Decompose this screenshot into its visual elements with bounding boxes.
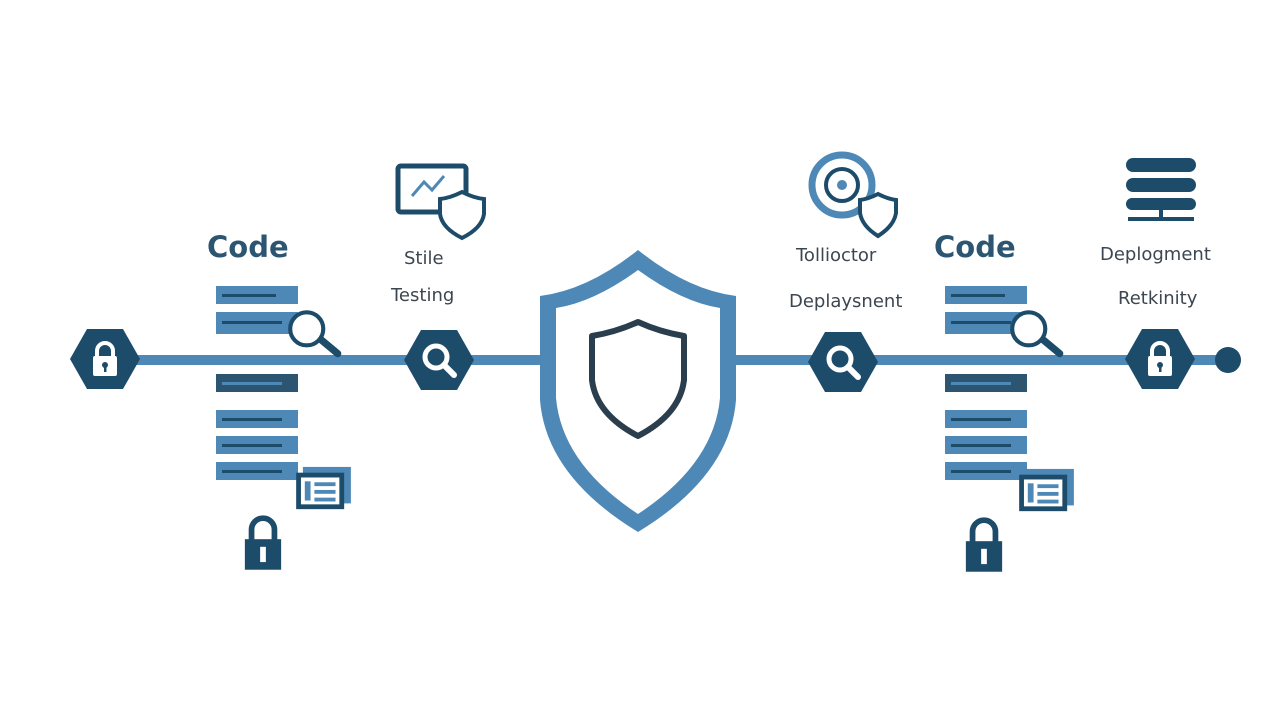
magnifier-icon bbox=[290, 312, 338, 353]
gauge-shield-icon bbox=[808, 151, 898, 239]
deployment-mid-label: Deplaysnent bbox=[789, 291, 903, 312]
lock-hex-icon bbox=[1125, 327, 1195, 391]
central-shield-icon bbox=[540, 250, 736, 532]
code-stack-left bbox=[216, 286, 298, 480]
document-icon bbox=[296, 466, 351, 510]
server-stack-icon bbox=[1126, 158, 1196, 221]
magnifier-icon bbox=[1012, 312, 1060, 353]
code-label-right: Code bbox=[934, 230, 1016, 264]
lock-hex-icon bbox=[70, 327, 140, 391]
deployment-right-label: Deplogment bbox=[1100, 244, 1211, 265]
tollioctor-label: Tollioctor bbox=[796, 245, 877, 266]
code-stack-right bbox=[945, 286, 1027, 480]
code-label-left: Code bbox=[207, 230, 289, 264]
pipeline-end-node bbox=[1215, 347, 1241, 373]
padlock-icon bbox=[966, 520, 1002, 572]
testing-label: Testing bbox=[391, 285, 455, 306]
recovery-label: Retkinity bbox=[1118, 288, 1198, 309]
padlock-icon bbox=[245, 518, 281, 570]
monitor-shield-icon bbox=[395, 163, 486, 241]
search-hex-icon bbox=[808, 332, 878, 392]
search-hex-icon bbox=[404, 330, 474, 390]
stile-label: Stile bbox=[404, 248, 444, 269]
document-icon bbox=[1019, 468, 1074, 512]
